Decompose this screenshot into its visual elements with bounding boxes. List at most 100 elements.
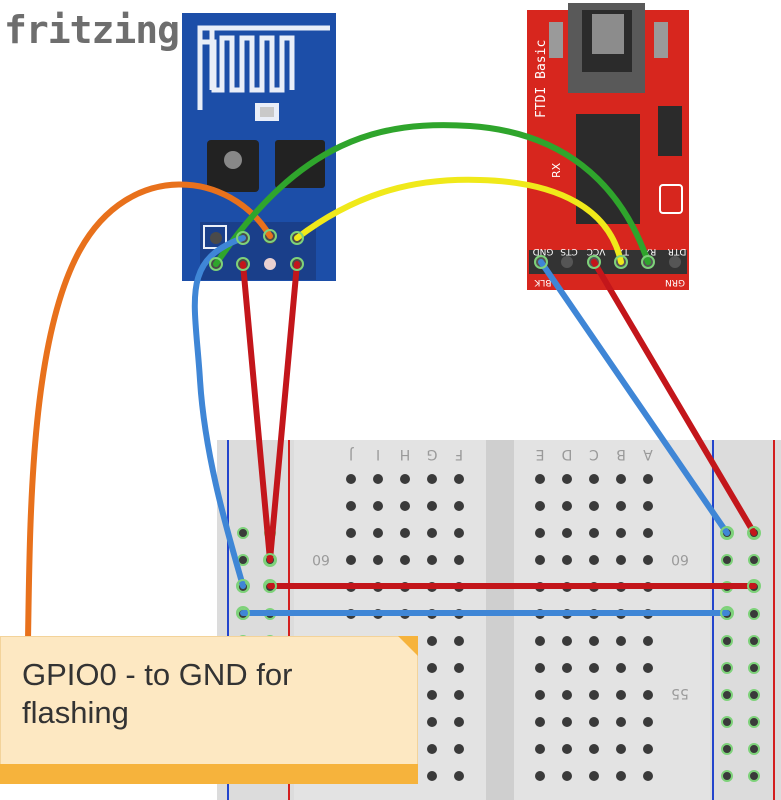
breadboard-hole: [346, 528, 356, 538]
espressif-logo-icon: [224, 151, 242, 169]
breadboard-hole: [562, 501, 572, 511]
esp-module[interactable]: [182, 13, 336, 281]
antenna-trace: [197, 25, 330, 110]
breadboard-hole: [616, 717, 626, 727]
breadboard-hole: [427, 636, 437, 646]
breadboard-hole: [427, 555, 437, 565]
breadboard-hole: [427, 501, 437, 511]
breadboard-hole: [400, 501, 410, 511]
col-label-j: J: [349, 446, 354, 462]
col-label-e: E: [536, 446, 545, 462]
annotation-note[interactable]: GPIO0 - to GND for flashing: [0, 636, 418, 784]
wire-green-tx-rx[interactable]: [213, 122, 651, 267]
breadboard-hole: [427, 663, 437, 673]
breadboard-hole: [427, 690, 437, 700]
rail-hole: [748, 635, 760, 647]
ftdi-pin-dtr: DTR: [668, 246, 687, 256]
row-label-60-right: 60: [671, 551, 689, 567]
breadboard-hole: [454, 474, 464, 484]
ftdi-pin-rx: RX: [644, 246, 656, 256]
col-label-a: A: [643, 446, 653, 462]
rail-hole: [748, 554, 760, 566]
ftdi-pin-gnd: GND: [533, 246, 554, 256]
wire-blue-gnd-ftdi[interactable]: [538, 259, 730, 536]
breadboard-hole: [454, 501, 464, 511]
col-label-i: I: [376, 446, 380, 462]
breadboard-hole: [643, 663, 653, 673]
breadboard-hole: [589, 690, 599, 700]
breadboard-hole: [562, 771, 572, 781]
breadboard-hole: [616, 555, 626, 565]
breadboard-hole: [616, 690, 626, 700]
ftdi-board[interactable]: FTDI Basic RX GND CTS VCC TX RX DTR BLK …: [527, 3, 689, 290]
breadboard-hole: [535, 717, 545, 727]
breadboard-hole: [454, 555, 464, 565]
breadboard-hole: [535, 744, 545, 754]
breadboard-hole: [589, 771, 599, 781]
rail-hole: [748, 716, 760, 728]
breadboard-hole: [643, 636, 653, 646]
breadboard-hole: [454, 636, 464, 646]
breadboard-hole: [643, 501, 653, 511]
rail-hole: [721, 716, 733, 728]
breadboard-hole: [643, 717, 653, 727]
breadboard-hole: [589, 474, 599, 484]
note-footer-bar: [0, 764, 418, 784]
row-label-55-right: 55: [671, 685, 689, 701]
rail-hole: [721, 662, 733, 674]
breadboard-hole: [616, 474, 626, 484]
breadboard-hole: [589, 555, 599, 565]
rail-hole: [721, 689, 733, 701]
breadboard-hole: [427, 717, 437, 727]
breadboard-hole: [643, 528, 653, 538]
breadboard-hole: [589, 663, 599, 673]
ftdi-label-grn: GRN: [665, 277, 685, 287]
breadboard-hole: [562, 555, 572, 565]
breadboard-hole: [589, 636, 599, 646]
breadboard-hole: [535, 528, 545, 538]
breadboard-hole: [373, 501, 383, 511]
breadboard-hole: [535, 636, 545, 646]
breadboard-hole: [427, 771, 437, 781]
wire-yellow-rx-tx[interactable]: [294, 176, 624, 265]
wire-blue-gnd-esp[interactable]: [191, 235, 246, 589]
breadboard-hole: [373, 555, 383, 565]
breadboard-hole: [454, 771, 464, 781]
wire-red-vcc-ftdi[interactable]: [591, 259, 757, 536]
breadboard-hole: [562, 663, 572, 673]
rail-hole: [748, 689, 760, 701]
breadboard-hole: [400, 474, 410, 484]
breadboard-hole: [535, 474, 545, 484]
wire-red-vcc-esp-2[interactable]: [267, 261, 300, 563]
breadboard-hole: [643, 555, 653, 565]
breadboard-hole: [562, 636, 572, 646]
rail-hole: [721, 770, 733, 782]
ftdi-pin-vcc: VCC: [587, 246, 606, 256]
breadboard-hole: [346, 474, 356, 484]
breadboard-hole: [427, 474, 437, 484]
col-label-d: D: [562, 446, 573, 462]
breadboard-hole: [454, 717, 464, 727]
ftdi-title: FTDI Basic: [534, 40, 549, 118]
breadboard-hole: [616, 771, 626, 781]
note-fold-corner: [398, 636, 418, 656]
breadboard-hole: [562, 690, 572, 700]
ftdi-side-label: RX: [550, 162, 563, 178]
breadboard-hole: [373, 474, 383, 484]
rail-hole: [721, 635, 733, 647]
breadboard-hole: [616, 636, 626, 646]
ftdi-pin-cts: CTS: [560, 246, 578, 256]
col-label-h: H: [400, 446, 411, 462]
col-label-f: F: [455, 446, 463, 462]
breadboard-hole: [535, 663, 545, 673]
breadboard-hole: [454, 744, 464, 754]
wire-orange-gpio0[interactable]: [25, 181, 273, 643]
breadboard-hole: [562, 717, 572, 727]
wire-red-vcc-esp-1[interactable]: [240, 261, 273, 563]
breadboard-hole: [535, 690, 545, 700]
breadboard-hole: [643, 474, 653, 484]
rail-hole: [237, 527, 249, 539]
row-label-60-left: 60: [312, 551, 330, 567]
breadboard-hole: [454, 663, 464, 673]
breadboard-hole: [346, 555, 356, 565]
